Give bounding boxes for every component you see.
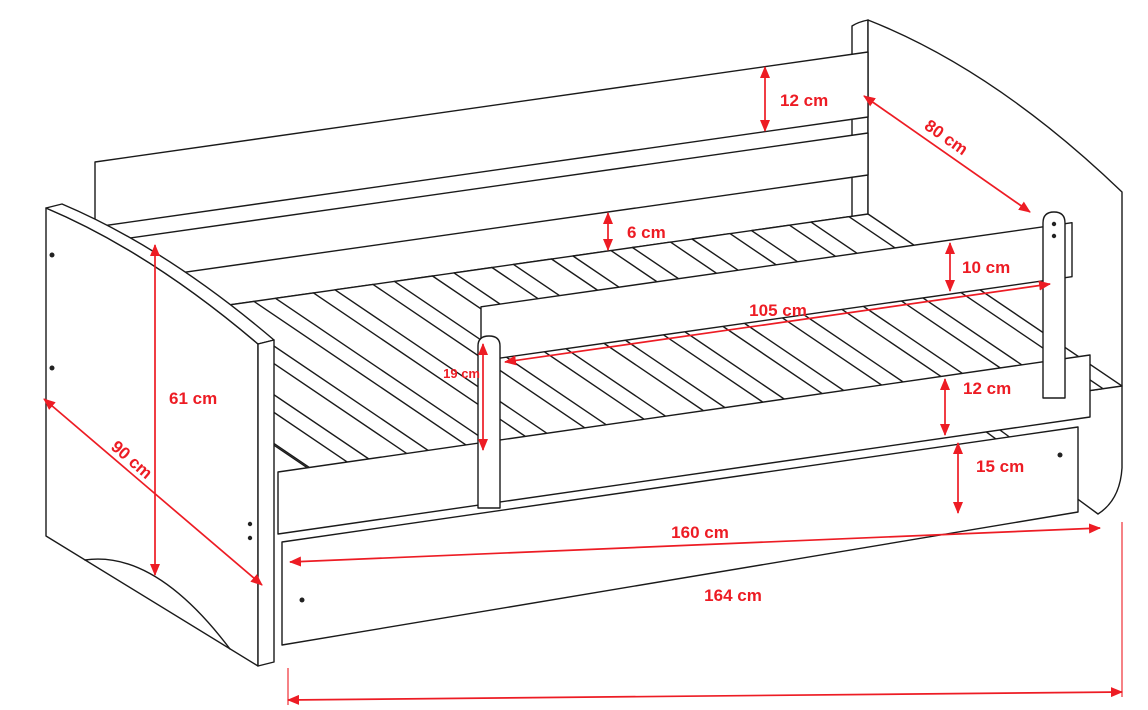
dimension-barrier-length-label: 105 cm <box>749 301 807 320</box>
screw-dot <box>49 365 55 371</box>
dimension-barrier-height-label: 10 cm <box>962 258 1010 277</box>
dimension-footboard-height-label: 61 cm <box>169 389 217 408</box>
dimension-barrier-length-arrow <box>504 280 1051 366</box>
barrier-post-left <box>477 335 501 509</box>
screw-dot <box>247 521 253 527</box>
dimension-slat-gap-label: 6 cm <box>627 223 666 242</box>
dimension-inner-length-arrow <box>289 523 1101 567</box>
dimension-side-rail-height: 12 cm <box>940 378 1011 436</box>
dimension-back-rail-height-label: 12 cm <box>780 91 828 110</box>
screw-dot <box>1057 452 1063 458</box>
footboard-panel <box>45 207 259 667</box>
screw-dot <box>1051 233 1057 239</box>
dimension-outer-length: 164 cm <box>287 522 1123 705</box>
dimension-footboard-width-arrow <box>43 398 263 586</box>
screw-dot <box>1051 221 1057 227</box>
screw-dot <box>49 252 55 258</box>
footboard <box>45 203 275 667</box>
dimension-bed-width-arrow <box>863 95 1031 213</box>
dimension-outer-length-arrow <box>287 687 1123 705</box>
dimension-drawer-height: 15 cm <box>953 442 1024 514</box>
dimension-barrier-post-height-label: 19 cm <box>443 366 480 381</box>
dimension-barrier-post-height: 19 cm <box>443 343 488 451</box>
screw-dot <box>299 597 305 603</box>
dimension-outer-length-label: 164 cm <box>704 586 762 605</box>
dimension-side-rail-height-label: 12 cm <box>963 379 1011 398</box>
footboard-front-edge <box>257 339 275 667</box>
dimension-inner-length: 160 cm <box>289 523 1101 567</box>
dimension-drawer-height-label: 15 cm <box>976 457 1024 476</box>
barrier-post-right <box>1042 211 1066 399</box>
dimension-slat-gap: 6 cm <box>603 212 666 251</box>
dimension-inner-length-label: 160 cm <box>671 523 729 542</box>
dimension-back-rail-height: 12 cm <box>760 66 828 132</box>
screw-dot <box>247 535 253 541</box>
dimension-barrier-length: 105 cm <box>504 280 1051 366</box>
